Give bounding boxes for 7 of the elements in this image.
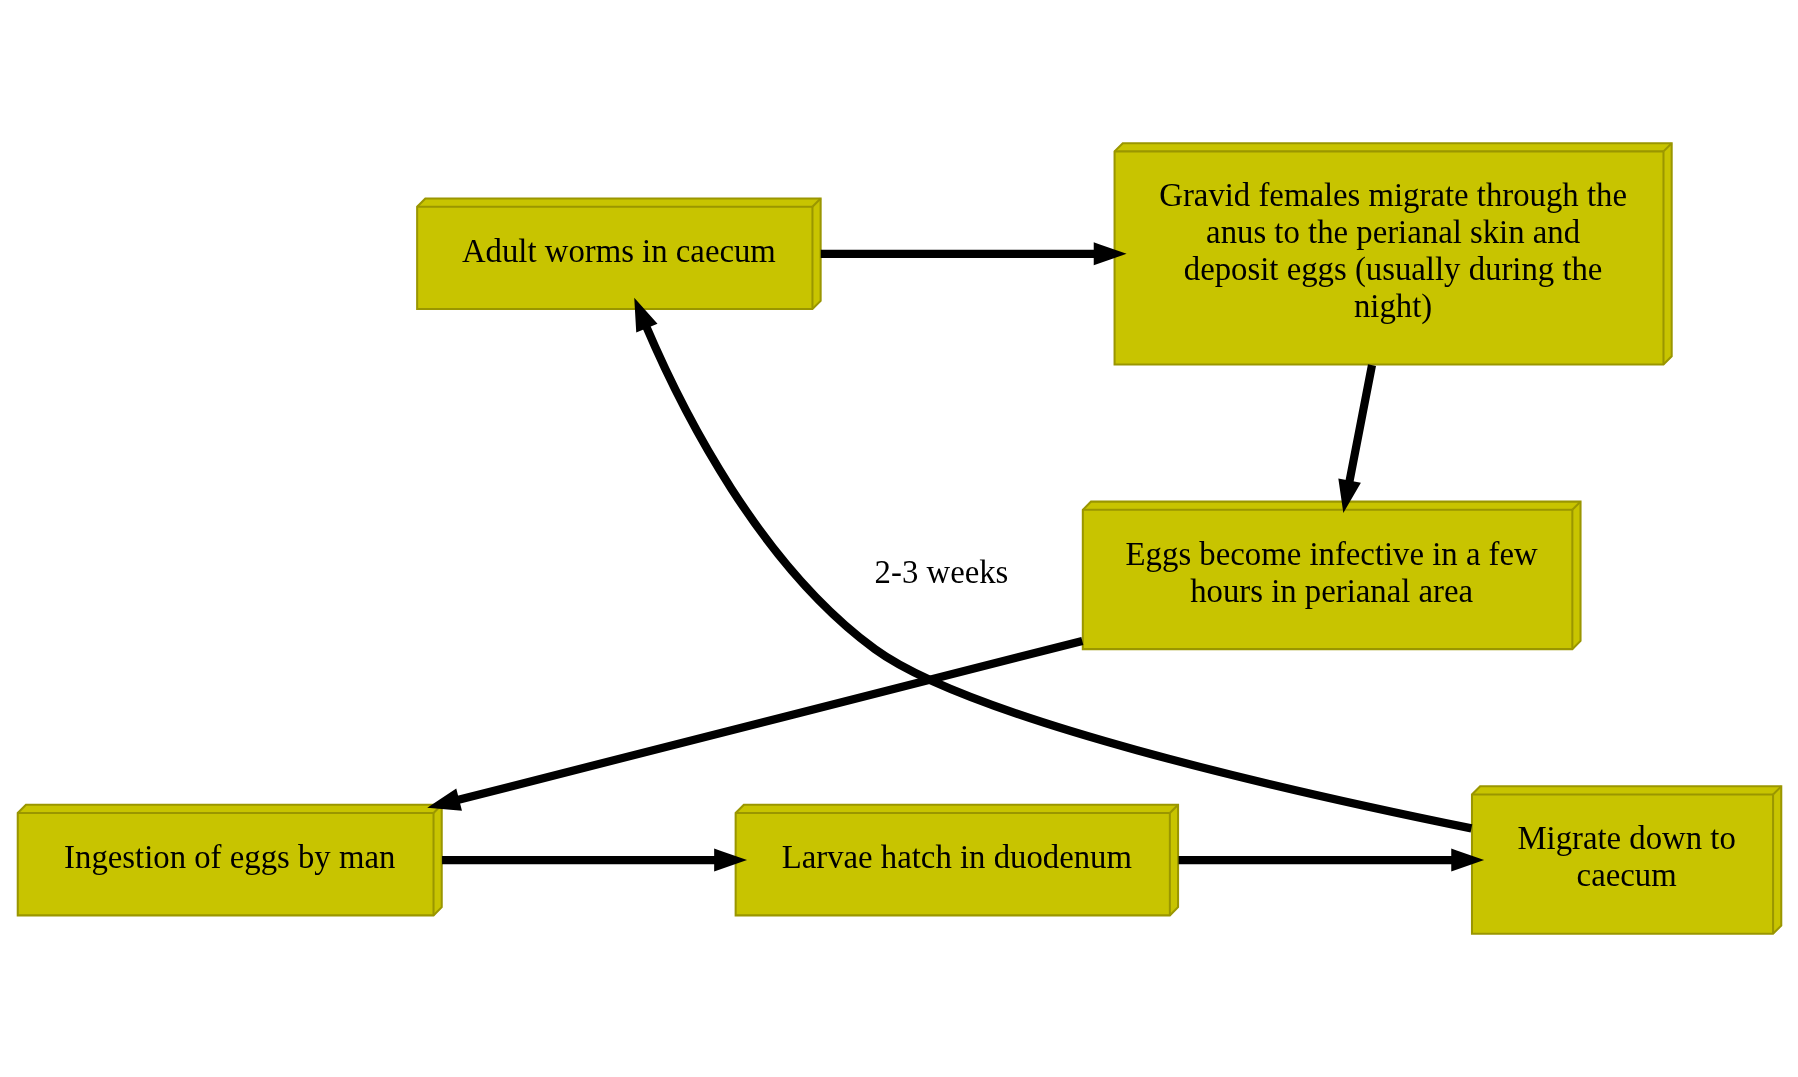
arrow [426,636,1083,811]
arrow [633,297,1472,833]
arrow [1337,364,1376,513]
arrow [1178,848,1484,872]
arrow [820,242,1127,266]
arrow [441,848,747,872]
edge-label: 2-3 weeks [874,554,1008,591]
